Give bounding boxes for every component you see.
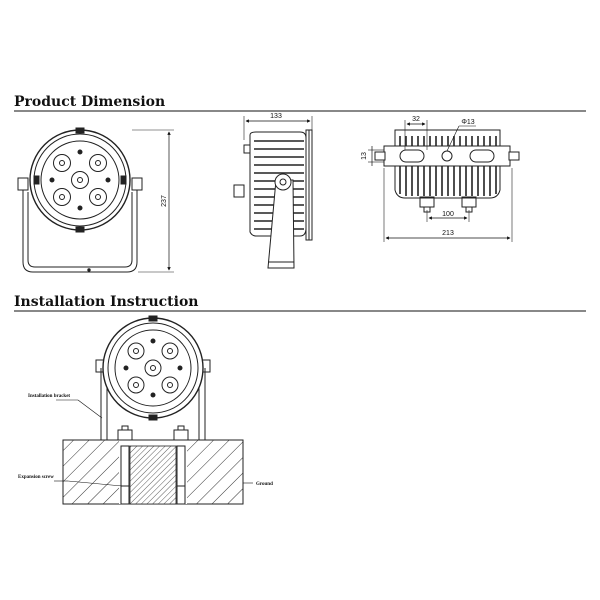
top-view <box>374 129 520 213</box>
dim-label-depth: 133 <box>270 113 282 120</box>
dimension-bracket-offset: 13 <box>361 146 384 166</box>
dimension-depth: 133 <box>243 113 313 140</box>
callout-installation-bracket: Installation bracket <box>28 394 103 419</box>
dim-label-bracket-offset: 13 <box>361 152 368 160</box>
bracket-knob-right <box>131 177 143 191</box>
dim-label-hole-diameter: Φ13 <box>461 119 474 126</box>
callout-ground: Ground <box>243 482 273 487</box>
screw-head-right <box>173 429 189 441</box>
top-slot-left <box>399 149 425 163</box>
dimension-hole-diameter: Φ13 <box>446 119 476 152</box>
label-ground: Ground <box>256 482 273 487</box>
screw-head-left <box>117 429 133 441</box>
label-installation-bracket: Installation bracket <box>28 394 70 399</box>
install-bracket <box>100 368 206 440</box>
ground-block <box>62 439 244 505</box>
fixture-outer-ring <box>29 129 131 231</box>
dim-label-height: 237 <box>161 195 168 207</box>
front-view <box>17 127 143 273</box>
bracket-knob-left <box>17 177 29 191</box>
dimension-height: 237 <box>132 129 174 273</box>
top-center-hole <box>441 150 453 162</box>
led-array <box>49 149 111 211</box>
label-expansion-screw: Expansion screw <box>18 475 54 480</box>
section-title-installation-instruction: Installation Instruction <box>14 294 199 310</box>
front-bracket <box>22 190 138 273</box>
side-connector-top <box>243 144 251 154</box>
dimension-mount-spacing: 100 <box>426 210 470 222</box>
section-title-product-dimension: Product Dimension <box>14 94 165 110</box>
dim-label-mount-spacing: 100 <box>442 211 454 218</box>
dim-label-hole-spacing: 32 <box>412 116 420 123</box>
dimension-hole-spacing: 32 <box>404 116 428 150</box>
side-pivot-knob <box>274 173 292 191</box>
dim-label-overall-width: 213 <box>442 230 454 237</box>
side-view <box>233 129 313 269</box>
callout-expansion-screw: Expansion screw <box>18 475 123 487</box>
dimension-overall-width: 213 <box>383 168 513 242</box>
concrete-core <box>129 445 177 505</box>
side-connector-bottom <box>233 184 245 198</box>
install-led-array <box>123 338 183 398</box>
side-mount-arm <box>267 179 295 269</box>
installed-fixture <box>95 315 211 441</box>
top-slot-right <box>469 149 495 163</box>
